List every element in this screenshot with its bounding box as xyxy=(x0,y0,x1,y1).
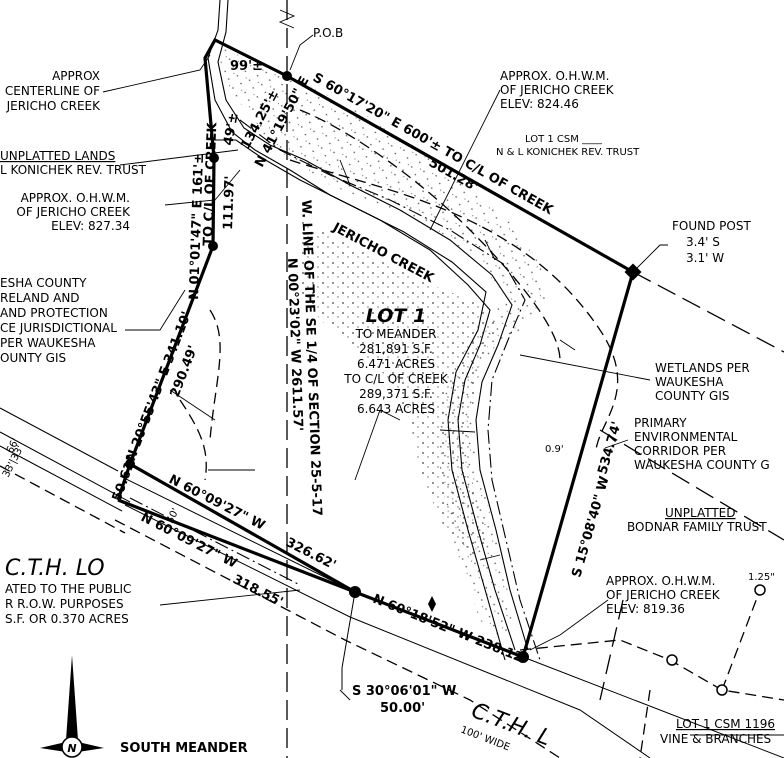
found-post-3: 3.1' W xyxy=(686,251,724,265)
dim-tie-bearing: S 30°06'01" W xyxy=(352,684,456,699)
waukesha-left-3: AND PROTECTION xyxy=(0,306,108,320)
waukesha-left-4: CE JURISDICTIONAL xyxy=(0,321,117,335)
corridor-1: PRIMARY xyxy=(634,416,687,430)
dim-creek-seg1: 49'± xyxy=(221,112,241,147)
corridor-4: WAUKESHA COUNTY G xyxy=(634,458,770,472)
dim-west-short: 50.61' xyxy=(110,456,140,504)
bodnar-2: BODNAR FAMILY TRUST xyxy=(627,520,767,534)
open-node-3 xyxy=(754,584,766,596)
north-letter: N xyxy=(67,742,76,755)
dim-small-125: 1.25" xyxy=(748,572,775,583)
open-node-1 xyxy=(666,654,678,666)
found-post-2: 3.4' S xyxy=(686,235,720,249)
ohwm-bottom-3: ELEV: 819.36 xyxy=(606,602,685,616)
lot-line-5: 289,371 S.F. xyxy=(359,387,433,401)
waukesha-left-2: RELAND AND xyxy=(0,291,80,305)
dim-right-bearing: S 15°08'40" W xyxy=(569,475,612,579)
direction-arrows xyxy=(169,159,576,561)
open-node-2 xyxy=(716,684,728,696)
dim-top-short: 99'± xyxy=(230,59,263,74)
ohwm-left-3: ELEV: 827.34 xyxy=(51,219,130,233)
wetland-boundary xyxy=(179,109,619,481)
node-west xyxy=(125,459,135,469)
dedicated-1: ATED TO THE PUBLIC xyxy=(5,582,131,596)
wetlands-1: WETLANDS PER xyxy=(655,361,750,375)
adjacent-dashed-lines xyxy=(519,271,784,758)
break-symbol xyxy=(278,9,296,29)
node-creek-lower xyxy=(208,241,218,251)
unplatted-konichek-2: L KONICHEK REV. TRUST xyxy=(0,163,147,177)
centerline-label-1: APPROX xyxy=(52,69,100,83)
csm-bottom-1: LOT 1 CSM 1196 xyxy=(676,717,775,731)
ohwm-top-2: OF JERICHO CREEK xyxy=(500,83,615,97)
corridor-3: CORRIDOR PER xyxy=(634,444,726,458)
dim-left-upper-bearing: N 01°01'47" E 161'± xyxy=(187,153,207,300)
dim-left-upper-to: TO C/L OF CREEK xyxy=(201,121,220,246)
centerline-label-3: JERICHO CREEK xyxy=(6,99,102,113)
csm-top-1: LOT 1 CSM ____ xyxy=(525,134,603,145)
ohwm-left-1: APPROX. O.H.W.M. xyxy=(21,191,130,205)
dim-row-len: 318.55' xyxy=(230,572,285,610)
wetlands-2: WAUKESHA xyxy=(655,375,724,389)
diamond-marker xyxy=(428,596,436,612)
corner-nodes xyxy=(125,71,766,696)
south-meander: SOUTH MEANDER xyxy=(120,741,248,756)
csm-top-2: N & L KONICHEK REV. TRUST xyxy=(496,147,640,158)
section-bearing: N 00°23'02" W 2611.57' xyxy=(284,258,305,432)
leader-lines xyxy=(102,34,784,736)
lot-line-1: TO MEANDER xyxy=(355,327,437,341)
ohwm-bottom-2: OF JERICHO CREEK xyxy=(606,588,721,602)
unplatted-konichek-1: UNPLATTED LANDS xyxy=(0,149,115,163)
tie-line xyxy=(341,591,356,669)
west-short-boundary xyxy=(116,463,132,501)
bodnar-1: UNPLATTED xyxy=(665,506,736,520)
lot-line-6: 6.643 ACRES xyxy=(357,402,435,416)
csm-bottom-2: VINE & BRANCHES xyxy=(660,732,771,746)
creek-lines xyxy=(207,0,541,661)
ohwm-bottom-1: APPROX. O.H.W.M. xyxy=(606,574,715,588)
pob-node xyxy=(282,71,292,81)
lot-line-4: TO C/L OF CREEK xyxy=(343,372,449,386)
ohwm-top-3: ELEV: 824.46 xyxy=(500,97,579,111)
lot-title: LOT 1 xyxy=(366,305,426,327)
south-row-boundary xyxy=(117,498,356,594)
node-southeast xyxy=(517,651,529,663)
wetland-area-lower xyxy=(300,220,500,560)
pob-label: P.O.B xyxy=(313,26,343,40)
cth-left: C.T.H. LO xyxy=(5,556,105,581)
lot-line-3: 6.471 ACRES xyxy=(357,357,435,371)
waukesha-left-6: OUNTY GIS xyxy=(0,351,66,365)
dim-right-len: 534.74' xyxy=(595,420,624,476)
waukesha-left-5: PER WAUKESHA xyxy=(0,336,96,350)
dedicated-3: S.F. OR 0.370 ACRES xyxy=(5,612,129,626)
node-creek-upper xyxy=(209,153,219,163)
lot-boundary xyxy=(128,37,635,660)
north-arrow-icon: N xyxy=(40,655,104,758)
ohwm-left-2: OF JERICHO CREEK xyxy=(16,205,131,219)
dim-left-upper-len: 111.97' xyxy=(221,175,238,230)
corridor-2: ENVIRONMENTAL xyxy=(634,430,738,444)
centerline-label-2: CENTERLINE OF xyxy=(5,84,100,98)
ohwm-top-1: APPROX. O.H.W.M. xyxy=(500,69,609,83)
node-south xyxy=(349,586,361,598)
lot-line-2: 281,891 S.F. xyxy=(359,342,433,356)
dim-right-offset: 0.9' xyxy=(545,444,564,455)
found-post-1: FOUND POST xyxy=(672,219,751,233)
waukesha-left-1: ESHA COUNTY xyxy=(0,276,87,290)
wetlands-3: COUNTY GIS xyxy=(655,389,730,403)
dedicated-2: R R.O.W. PURPOSES xyxy=(5,597,124,611)
dim-tie-len: 50.00' xyxy=(380,701,425,716)
